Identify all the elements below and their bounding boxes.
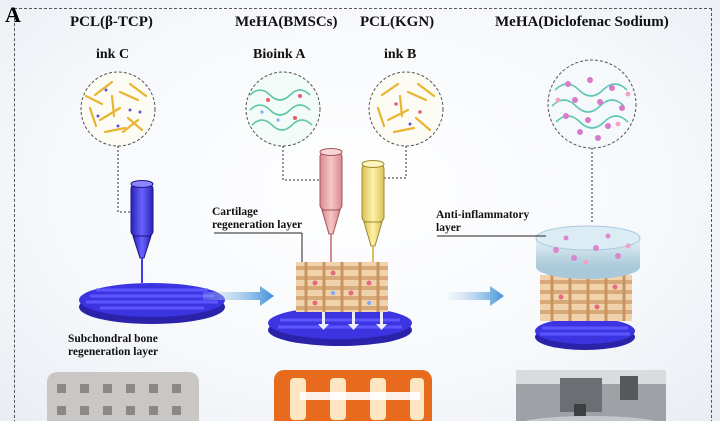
figure-frame [14, 8, 712, 421]
header-pcl-kgn: PCL(KGN) [360, 14, 435, 30]
label-ink-c: ink C [96, 47, 130, 62]
cartilage-line-2: regeneration layer [212, 219, 303, 231]
cartilage-stack-middle [268, 262, 412, 346]
nozzle-ink-c [130, 180, 154, 283]
magnifier-meha-dic [547, 59, 637, 149]
subchondral-line-1: Subchondral bone [68, 333, 158, 345]
magnifier-ink-c [80, 71, 156, 147]
label-bioink-a: Bioink A [253, 47, 306, 62]
cartilage-line-1: Cartilage [212, 206, 258, 218]
header-pcl-tcp: PCL(β-TCP) [70, 14, 153, 30]
magnifier-ink-b [368, 71, 444, 147]
micrograph-cartilage [274, 370, 432, 421]
process-arrow-2 [447, 286, 504, 306]
label-ink-b: ink B [384, 47, 417, 62]
full-scaffold-right [535, 225, 641, 350]
micrograph-bone [47, 372, 199, 421]
nozzle-bioink-a [319, 148, 343, 262]
label-anti-inflammatory-layer: Anti-inflammatory layer [436, 209, 529, 235]
label-cartilage-layer: Cartilage regeneration layer [212, 206, 302, 232]
label-subchondral-layer: Subchondral bone regeneration layer [68, 333, 158, 359]
subchondral-line-2: regeneration layer [68, 346, 159, 358]
nozzle-ink-b [361, 160, 385, 268]
magnifier-bioink-a [245, 71, 321, 147]
header-meha-dic: MeHA(Diclofenac Sodium) [495, 14, 669, 30]
anti-line-2: layer [436, 222, 461, 234]
anti-line-1: Anti-inflammatory [436, 209, 530, 221]
printer-photo [516, 370, 666, 421]
process-arrow-1 [203, 286, 274, 306]
header-meha-bmsc: MeHA(BMSCs) [235, 14, 338, 30]
panel-label: A [5, 2, 21, 27]
bone-disc-left [79, 283, 225, 324]
